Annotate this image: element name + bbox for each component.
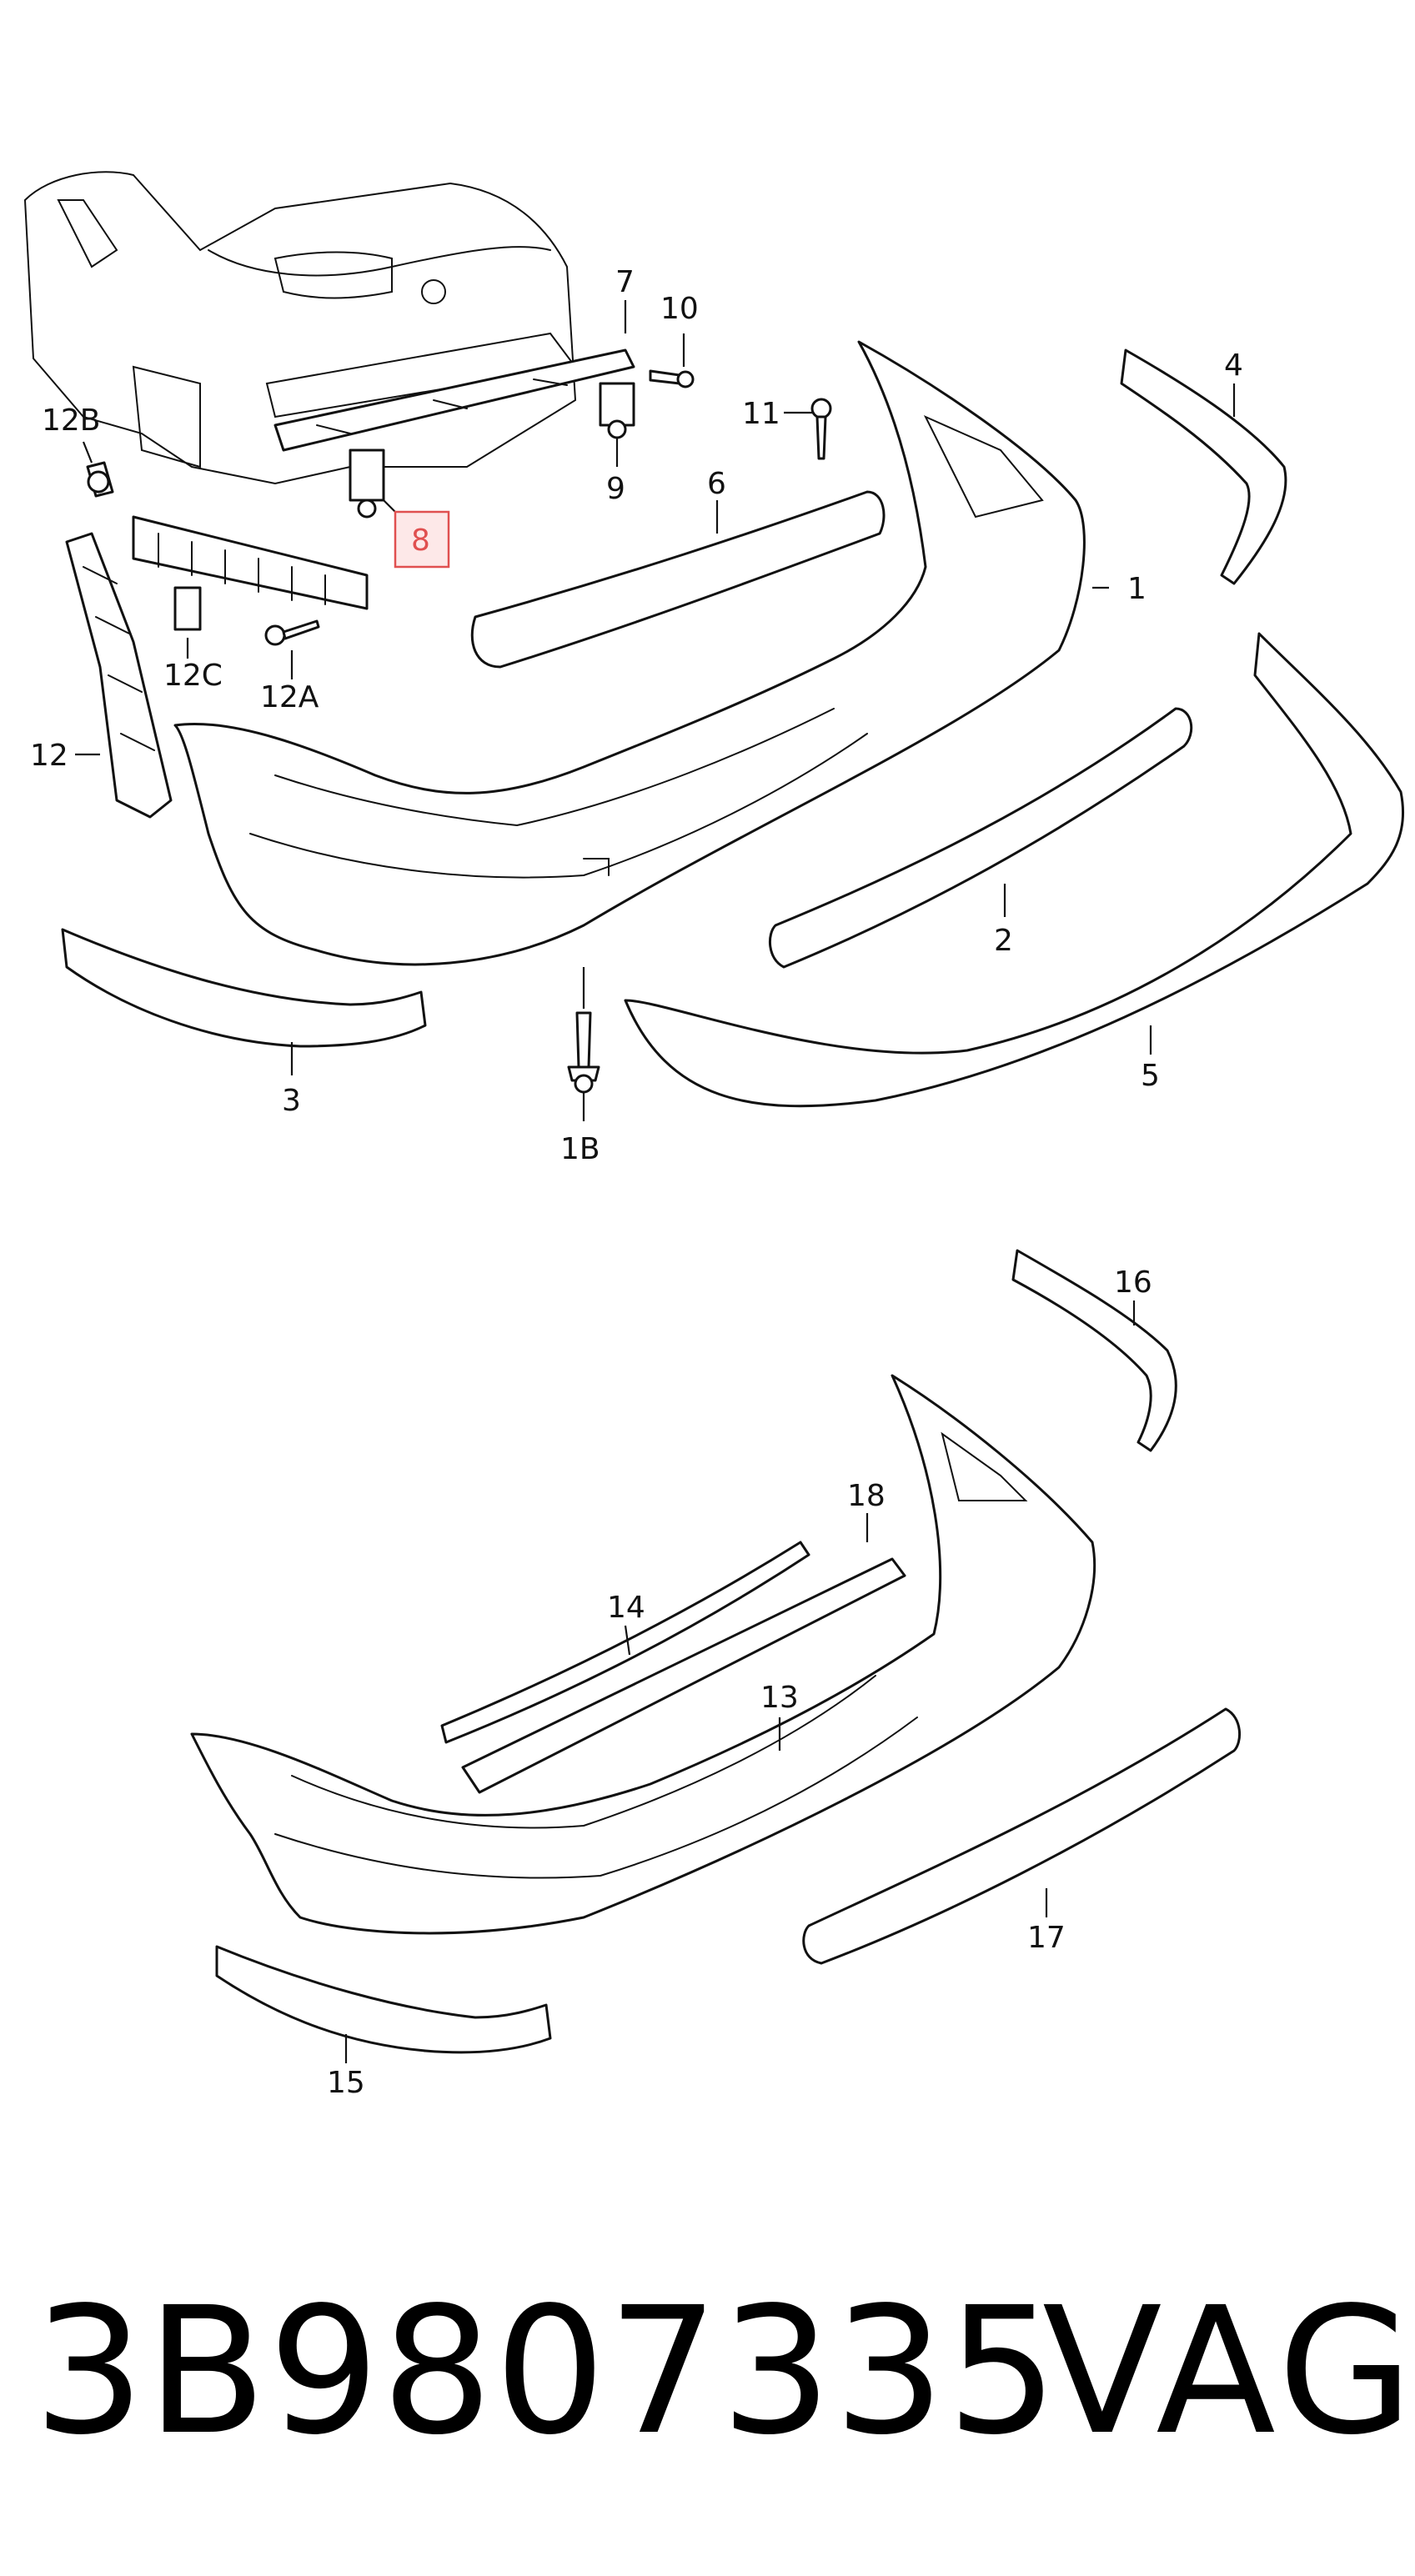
guide-rail <box>132 515 369 610</box>
bumper-pad-6 <box>470 490 886 669</box>
callout-1b: 1B <box>560 1132 600 1166</box>
callout-13: 13 <box>760 1681 799 1715</box>
callout-10: 10 <box>660 292 699 326</box>
callout-18: 18 <box>847 1479 886 1513</box>
bumper-cover-13 <box>190 1374 1096 1935</box>
mounting-bracket-9 <box>599 382 635 439</box>
callout-12c: 12C <box>163 659 223 693</box>
screw-10 <box>649 369 695 388</box>
callout-14: 14 <box>607 1591 645 1625</box>
trim-strip-17 <box>802 1707 1242 1965</box>
callout-labels: 1 1B 2 3 4 5 6 7 8 9 10 11 12 12A 12B 12… <box>30 265 1243 2100</box>
trim-strip-5 <box>624 632 1405 1108</box>
screw-12a <box>264 619 320 646</box>
callout-2: 2 <box>994 924 1013 958</box>
callout-8: 8 <box>411 524 430 558</box>
callout-12b: 12B <box>42 403 101 438</box>
highlight-box-8 <box>394 510 450 569</box>
callout-15: 15 <box>327 2066 365 2100</box>
leader-lines <box>75 300 1236 2063</box>
callout-7: 7 <box>615 265 635 299</box>
callout-17: 17 <box>1027 1921 1066 1955</box>
trim-strip-2 <box>768 707 1193 969</box>
part-number: 3B9807335 <box>33 2269 1060 2473</box>
trim-strip-14 <box>440 1541 810 1744</box>
callout-1: 1 <box>1127 572 1147 606</box>
screw-1b <box>567 1011 600 1094</box>
brand-label: VAG <box>1042 2269 1415 2473</box>
clip-12b <box>86 461 114 498</box>
callout-5: 5 <box>1141 1059 1160 1093</box>
callout-12a: 12A <box>260 680 319 714</box>
callout-12: 12 <box>30 739 68 773</box>
mounting-bracket-8 <box>349 449 385 519</box>
callout-3: 3 <box>282 1084 301 1118</box>
callout-11: 11 <box>742 397 780 431</box>
trim-strip-4 <box>1120 348 1287 585</box>
trim-strip-3 <box>61 928 427 1048</box>
reinforcement-bar-18 <box>461 1557 906 1794</box>
callout-4: 4 <box>1224 348 1243 383</box>
bumper-cover-1 <box>173 340 1086 966</box>
bumper-carrier-bar <box>273 348 635 452</box>
trim-piece-16 <box>1011 1249 1177 1452</box>
trim-strip-15 <box>215 1945 552 2054</box>
parts-diagram: 1 1B 2 3 4 5 6 7 8 9 10 11 12 12A 12B 12… <box>23 171 1405 2100</box>
side-guide-12 <box>65 532 173 819</box>
clip-12c <box>173 586 202 631</box>
callout-9: 9 <box>606 472 625 506</box>
callout-16: 16 <box>1114 1265 1152 1300</box>
screw-11 <box>810 398 832 460</box>
callout-6: 6 <box>707 467 726 501</box>
